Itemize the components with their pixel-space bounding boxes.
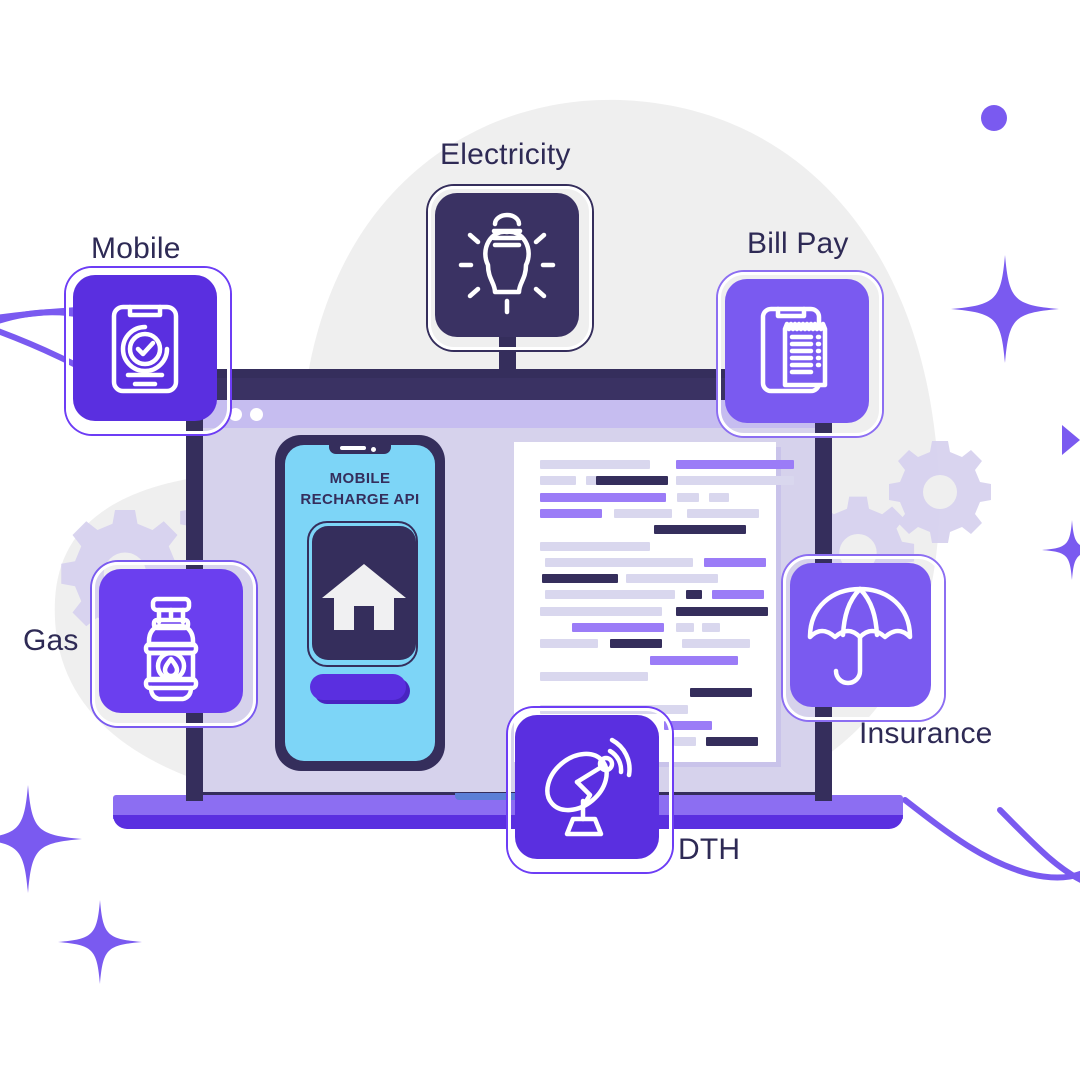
window-dot-icon — [250, 408, 263, 421]
light-bulb-icon — [458, 212, 556, 315]
document-text-bar — [540, 606, 662, 616]
service-tile-mobile[interactable] — [73, 275, 217, 421]
tile-outline-mobile — [66, 268, 230, 434]
document-text-bar — [572, 623, 664, 632]
document-text-bar — [614, 508, 672, 518]
document-text-bar — [674, 737, 696, 747]
document-text-bar — [654, 525, 746, 535]
document-text-bar — [540, 639, 598, 649]
phone-card — [312, 526, 416, 660]
document-text-bar — [690, 688, 752, 698]
label-electricity: Electricity — [440, 138, 571, 171]
window-titlebar — [200, 378, 818, 400]
document-text-bar — [610, 639, 662, 649]
document-text-bar — [540, 476, 576, 486]
window-toolbar — [200, 400, 818, 428]
gas-cylinder-icon — [143, 596, 199, 702]
umbrella-icon — [807, 586, 913, 686]
service-tile-gas[interactable] — [99, 569, 243, 713]
phone-app-title: MOBILE RECHARGE API — [285, 468, 435, 510]
document-text-bar — [650, 655, 738, 665]
document-text-bar — [540, 541, 650, 551]
service-tile-bill-pay[interactable] — [725, 279, 869, 423]
document-text-bar — [676, 606, 768, 616]
document-text-bar — [706, 737, 758, 747]
document-text-bar — [664, 720, 712, 730]
wavy-line-decoration — [902, 797, 1080, 883]
document-text-bar — [596, 476, 668, 486]
phone-speaker-icon — [340, 446, 366, 450]
phone-app-title-line2: RECHARGE API — [300, 491, 420, 508]
mobile-phone-check-icon — [111, 304, 179, 394]
document-text-bar — [704, 557, 766, 567]
document-text-bar — [540, 508, 602, 518]
document-text-bar — [682, 639, 750, 649]
document-text-bar — [542, 574, 618, 584]
chevron-decoration — [1062, 425, 1080, 455]
label-insurance: Insurance — [859, 717, 993, 750]
document-text-bar — [702, 623, 720, 632]
document-text-bar — [540, 492, 666, 502]
tile-outline-bill-pay — [718, 272, 882, 436]
tile-outline-insurance — [783, 556, 944, 720]
tile-outline-gas — [92, 562, 256, 726]
window-dot-icon — [229, 408, 242, 421]
label-mobile: Mobile — [91, 232, 181, 265]
document-text-bar — [687, 508, 759, 518]
service-tile-dth[interactable] — [515, 715, 659, 859]
phone-app-title-line1: MOBILE — [329, 470, 391, 487]
document-text-bar — [677, 492, 699, 502]
document-text-bar — [540, 671, 648, 681]
document-text-bar — [709, 492, 729, 502]
label-dth: DTH — [678, 833, 741, 866]
dot-decoration — [981, 105, 1007, 131]
phone-primary-button[interactable] — [310, 674, 406, 700]
document-text-bar — [540, 460, 650, 469]
service-tile-electricity[interactable] — [435, 193, 579, 337]
service-tile-insurance[interactable] — [790, 563, 931, 707]
document-text-bar — [545, 557, 693, 567]
home-house-icon — [322, 564, 406, 630]
label-bill-pay: Bill Pay — [747, 227, 849, 260]
label-gas: Gas — [23, 624, 79, 657]
laptop-trackpad-notch — [455, 793, 559, 800]
document-text-bar — [686, 590, 702, 600]
phone-card-outline — [307, 521, 418, 667]
document-text-bar — [676, 623, 694, 632]
document-text-bar — [545, 590, 675, 600]
document-text-bar — [676, 460, 794, 469]
phone-camera-icon — [371, 447, 376, 452]
document-text-bar — [712, 590, 764, 600]
satellite-dish-icon — [545, 737, 632, 837]
document-text-bar — [626, 574, 718, 584]
tile-outline-electricity — [428, 186, 592, 350]
tile-outline-dth — [508, 708, 672, 872]
phone-receipt-icon — [760, 306, 828, 394]
document-text-bar — [676, 476, 794, 486]
